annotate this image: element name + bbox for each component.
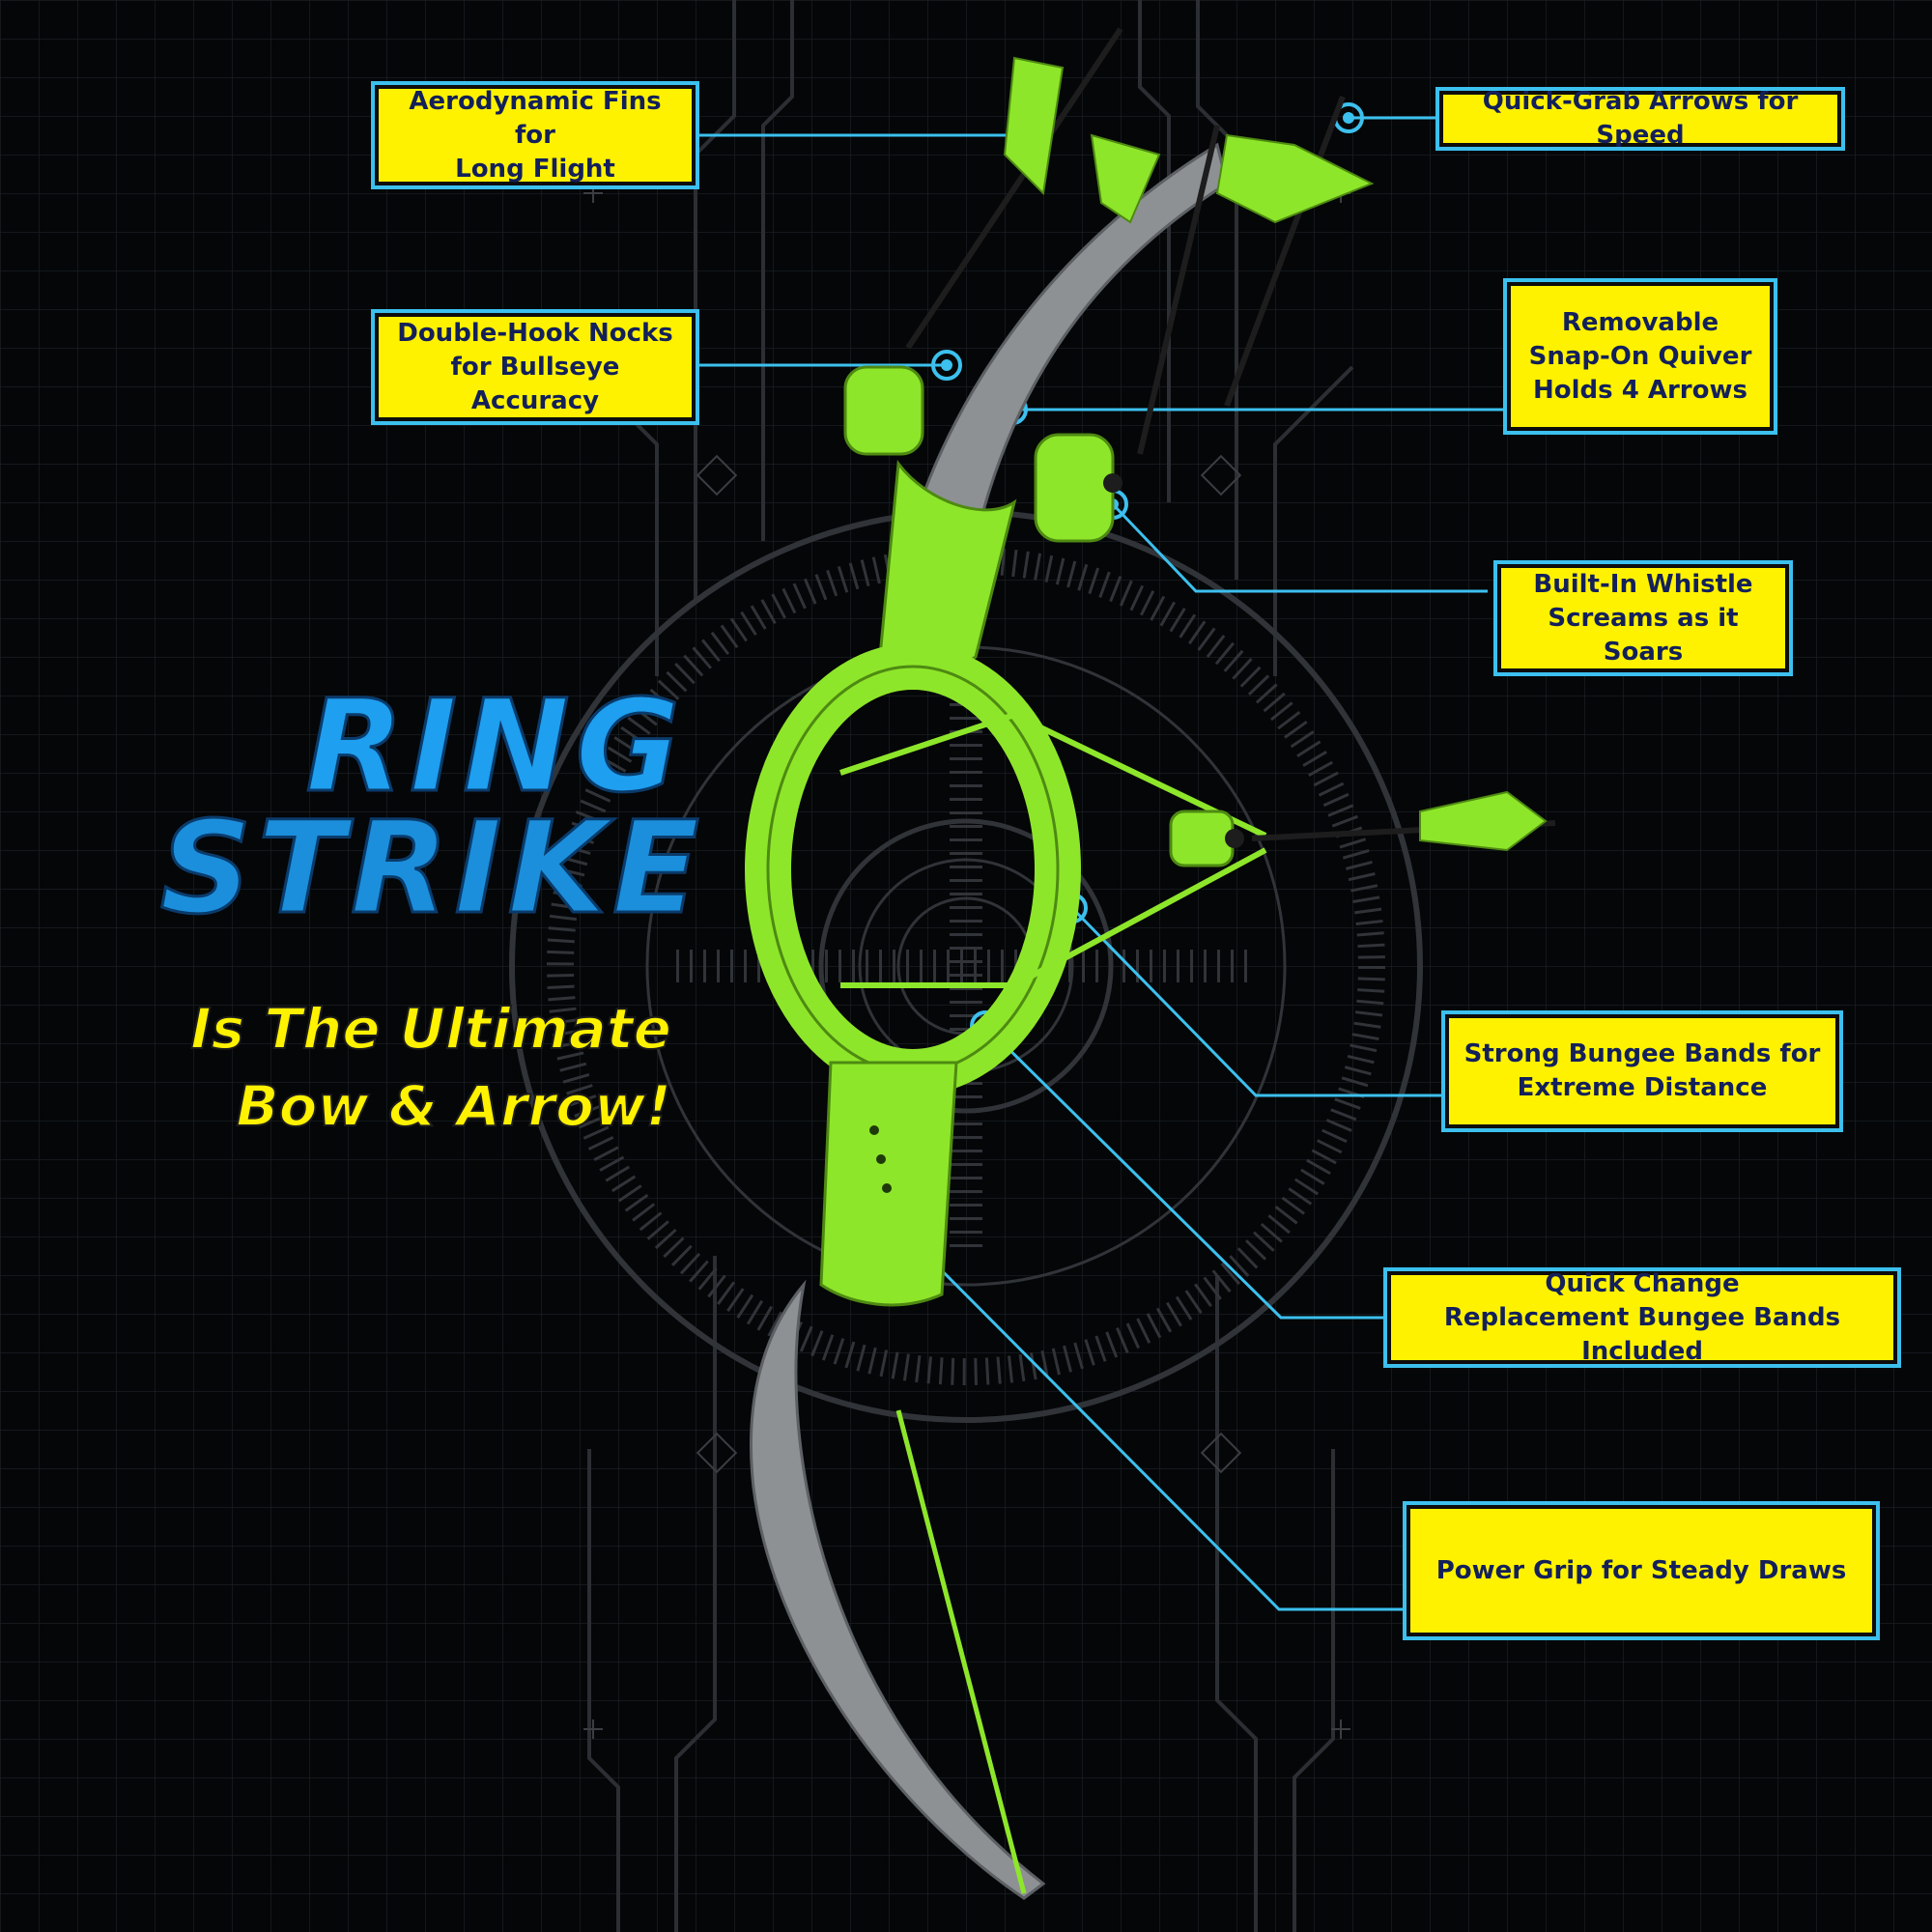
title-line-ring: RING bbox=[304, 672, 686, 821]
callout-aerodynamic-fins-text: Aerodynamic Fins for Long Flight bbox=[409, 86, 662, 184]
product-tagline: Is The Ultimate Bow & Arrow! bbox=[116, 990, 672, 1145]
product-title: RING STRIKE bbox=[19, 672, 715, 943]
callout-aerodynamic-fins: Aerodynamic Fins for Long Flight bbox=[371, 81, 699, 189]
callout-quick-grab-arrows-text: Quick-Grab Arrows for Speed bbox=[1482, 87, 1799, 150]
callout-built-in-whistle-text: Built-In Whistle Screams as it Soars bbox=[1533, 569, 1753, 667]
tagline-line-2: Bow & Arrow! bbox=[235, 1072, 672, 1140]
callout-removable-quiver: Removable Snap-On Quiver Holds 4 Arrows bbox=[1503, 278, 1777, 435]
tagline-line-1: Is The Ultimate bbox=[189, 995, 672, 1063]
callout-power-grip: Power Grip for Steady Draws bbox=[1403, 1501, 1880, 1640]
callout-double-hook-nocks: Double-Hook Nocks for Bullseye Accuracy bbox=[371, 309, 699, 425]
callout-built-in-whistle: Built-In Whistle Screams as it Soars bbox=[1493, 560, 1793, 676]
callout-removable-quiver-text: Removable Snap-On Quiver Holds 4 Arrows bbox=[1528, 307, 1752, 405]
callout-power-grip-text: Power Grip for Steady Draws bbox=[1435, 1555, 1847, 1585]
callout-strong-bungee-bands: Strong Bungee Bands for Extreme Distance bbox=[1441, 1010, 1843, 1132]
callout-replacement-bands-text: Quick Change Replacement Bungee Bands In… bbox=[1443, 1268, 1841, 1366]
title-line-strike: STRIKE bbox=[158, 794, 705, 943]
callout-double-hook-nocks-text: Double-Hook Nocks for Bullseye Accuracy bbox=[397, 318, 673, 415]
callout-strong-bungee-bands-text: Strong Bungee Bands for Extreme Distance bbox=[1463, 1039, 1821, 1102]
callout-quick-grab-arrows: Quick-Grab Arrows for Speed bbox=[1435, 87, 1845, 151]
callout-replacement-bands: Quick Change Replacement Bungee Bands In… bbox=[1383, 1267, 1901, 1368]
